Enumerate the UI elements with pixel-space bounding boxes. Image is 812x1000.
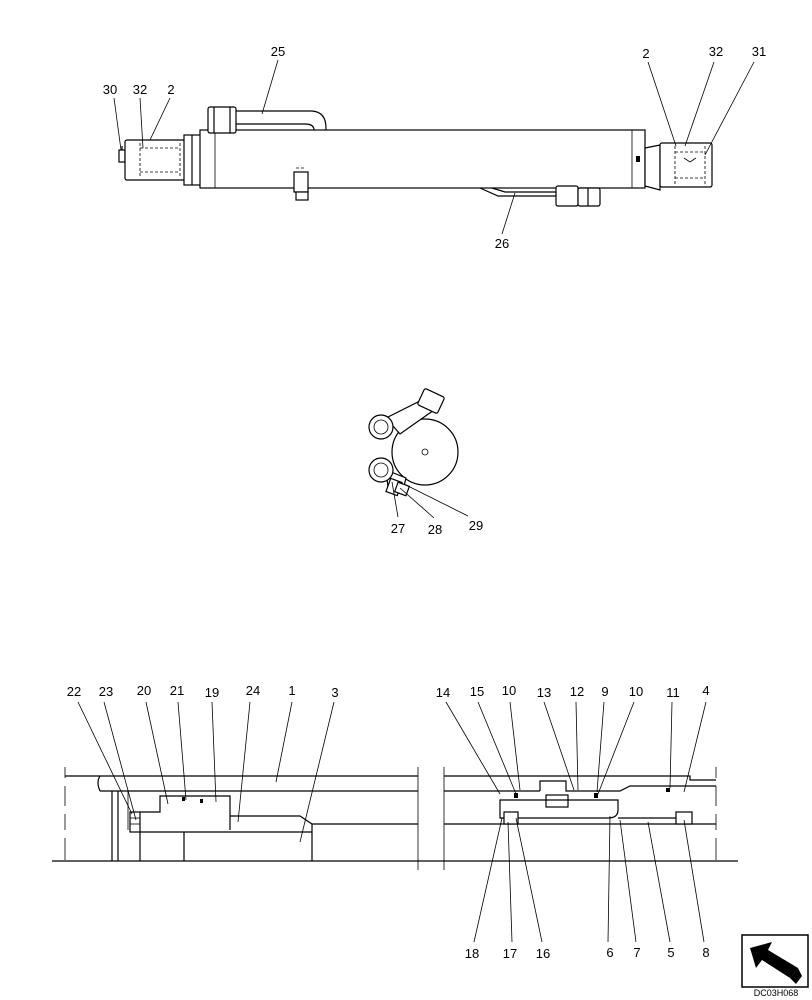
callout-31: 31 xyxy=(752,44,766,59)
callout-16: 16 xyxy=(536,946,550,961)
callout-1: 1 xyxy=(288,683,295,698)
callout-30: 30 xyxy=(103,82,117,97)
callout-32: 32 xyxy=(133,82,147,97)
callout-2-right: 2 xyxy=(642,46,649,61)
callout-2: 2 xyxy=(167,82,174,97)
callout-10-right: 10 xyxy=(629,684,643,699)
callout-15: 15 xyxy=(470,684,484,699)
callout-19: 19 xyxy=(205,685,219,700)
callout-32-right: 32 xyxy=(709,44,723,59)
callout-9: 9 xyxy=(601,684,608,699)
callout-11: 11 xyxy=(666,685,680,700)
callout-13: 13 xyxy=(537,685,551,700)
callout-12: 12 xyxy=(570,684,584,699)
callout-5: 5 xyxy=(667,945,674,960)
callout-18: 18 xyxy=(465,946,479,961)
callout-8: 8 xyxy=(702,945,709,960)
callout-24: 24 xyxy=(246,683,260,698)
callout-22: 22 xyxy=(67,684,81,699)
callout-29: 29 xyxy=(469,518,483,533)
callout-10: 10 xyxy=(502,683,516,698)
callout-3: 3 xyxy=(331,685,338,700)
leader-lines xyxy=(77,59,755,943)
nav-arrow-icon[interactable] xyxy=(741,934,809,988)
callout-labels: 25 30 32 2 2 32 31 26 27 28 29 22 23 20 … xyxy=(67,44,766,961)
drawing-code: DC03H068 xyxy=(754,988,799,998)
callout-20: 20 xyxy=(137,683,151,698)
callout-28: 28 xyxy=(428,522,442,537)
callout-6: 6 xyxy=(606,945,613,960)
callout-17: 17 xyxy=(503,946,517,961)
callout-23: 23 xyxy=(99,684,113,699)
cylinder-end-view xyxy=(368,388,459,497)
cylinder-cross-section xyxy=(52,767,738,870)
callout-7: 7 xyxy=(633,945,640,960)
callout-25: 25 xyxy=(271,44,285,59)
callout-4: 4 xyxy=(702,683,709,698)
callout-14: 14 xyxy=(436,685,450,700)
callout-26: 26 xyxy=(495,236,509,251)
callout-27: 27 xyxy=(391,521,405,536)
callout-21: 21 xyxy=(170,683,184,698)
cylinder-side-view xyxy=(118,106,713,207)
